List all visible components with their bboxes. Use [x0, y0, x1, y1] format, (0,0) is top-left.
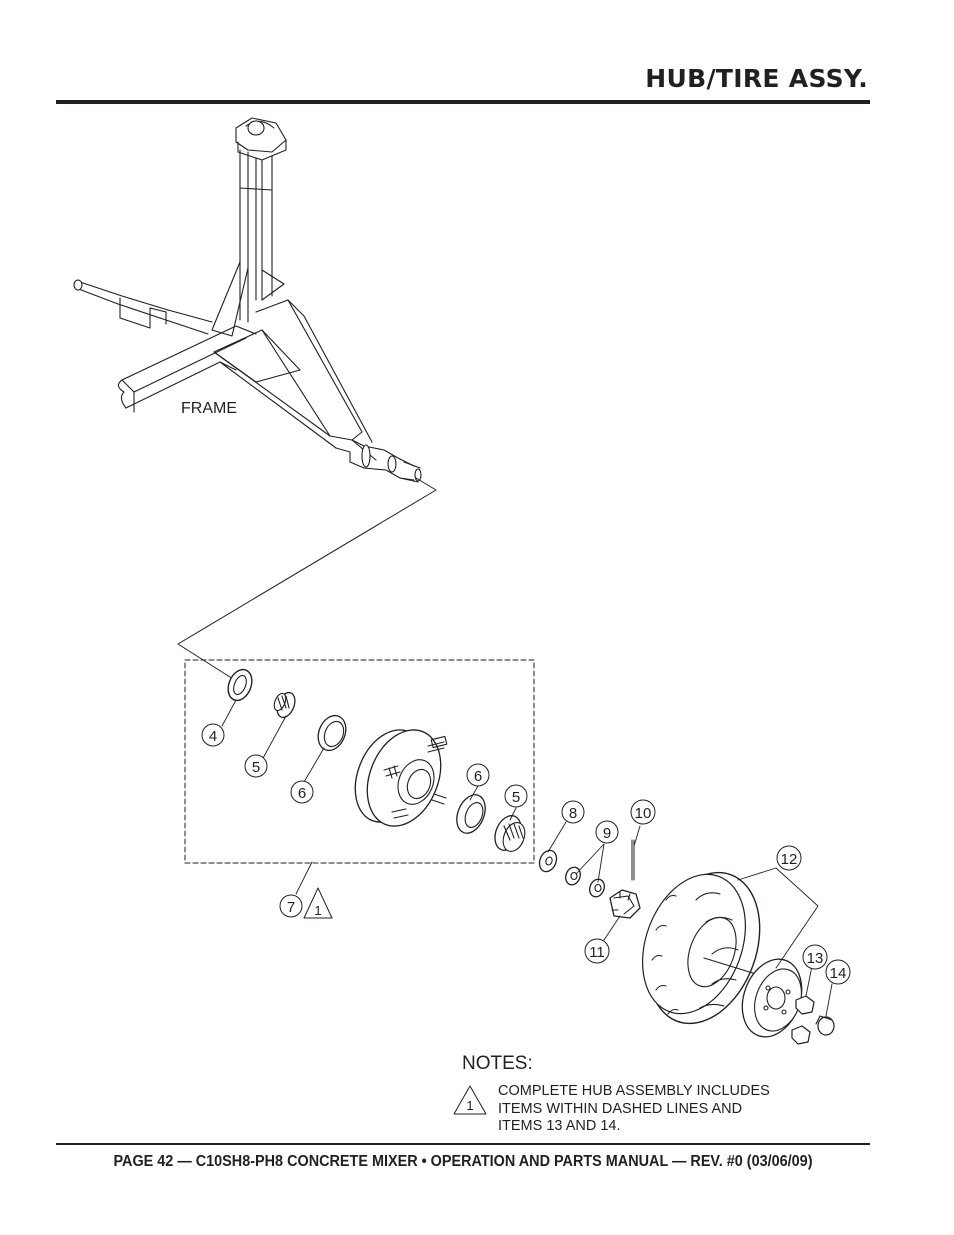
- callout-7: 7: [287, 899, 295, 916]
- page-title: HUB/TIRE ASSY.: [645, 64, 868, 93]
- note-triangle-7: [303, 887, 333, 919]
- callout-14: 14: [830, 965, 847, 982]
- footer-rule: [56, 1143, 870, 1145]
- callout-6-inner: 6: [298, 785, 306, 802]
- part-5-bearing-outer: [494, 815, 526, 852]
- header-rule: [56, 100, 870, 104]
- notes-marker: 1: [466, 1098, 473, 1113]
- callout-5-inner: 5: [252, 759, 260, 776]
- part-13-lug-nuts: [791, 995, 815, 1045]
- part-6-cup-inner: [317, 714, 347, 752]
- note-text: COMPLETE HUB ASSEMBLY INCLUDES ITEMS WIT…: [498, 1083, 828, 1136]
- leader-lines: [221, 699, 833, 1017]
- callout-8: 8: [569, 805, 577, 822]
- callout-9: 9: [603, 825, 611, 842]
- callout-10: 10: [635, 805, 652, 822]
- part-9-washers: [565, 866, 605, 898]
- part-14-cap: [815, 1015, 835, 1036]
- callout-circles: [201, 723, 851, 985]
- notes-title: NOTES:: [462, 1053, 533, 1074]
- part-5-bearing-inner: [273, 691, 296, 719]
- part-12-tire: [642, 871, 803, 1038]
- callout-4: 4: [209, 728, 217, 745]
- note-line: ITEMS 13 AND 14.: [498, 1118, 621, 1134]
- callout-5-outer: 5: [512, 789, 520, 806]
- note-triangle-notes: [453, 1085, 487, 1115]
- callout-11: 11: [589, 944, 605, 961]
- note-line: ITEMS WITHIN DASHED LINES AND: [498, 1100, 743, 1117]
- callout-12: 12: [781, 851, 798, 868]
- hub: [354, 729, 448, 827]
- note-line: COMPLETE HUB ASSEMBLY INCLUDES: [498, 1083, 770, 1099]
- page-footer: PAGE 42 — C10SH8-PH8 CONCRETE MIXER • OP…: [113, 1153, 813, 1170]
- frame-illustration: [73, 117, 422, 483]
- callout-13: 13: [807, 950, 824, 967]
- part-10-cotter-pin: [631, 839, 635, 881]
- axle-leader-line: [177, 477, 437, 687]
- callout-6-outer: 6: [474, 768, 482, 785]
- part-4-seal: [227, 668, 253, 702]
- frame-label: FRAME: [181, 400, 237, 417]
- part-8-washer: [538, 849, 558, 873]
- part-11-castle-nut: [609, 889, 641, 919]
- callout-7-note-marker: 1: [314, 903, 321, 918]
- part-6-cup-outer: [456, 794, 486, 834]
- hub-assembly-dashed-box: [184, 659, 535, 864]
